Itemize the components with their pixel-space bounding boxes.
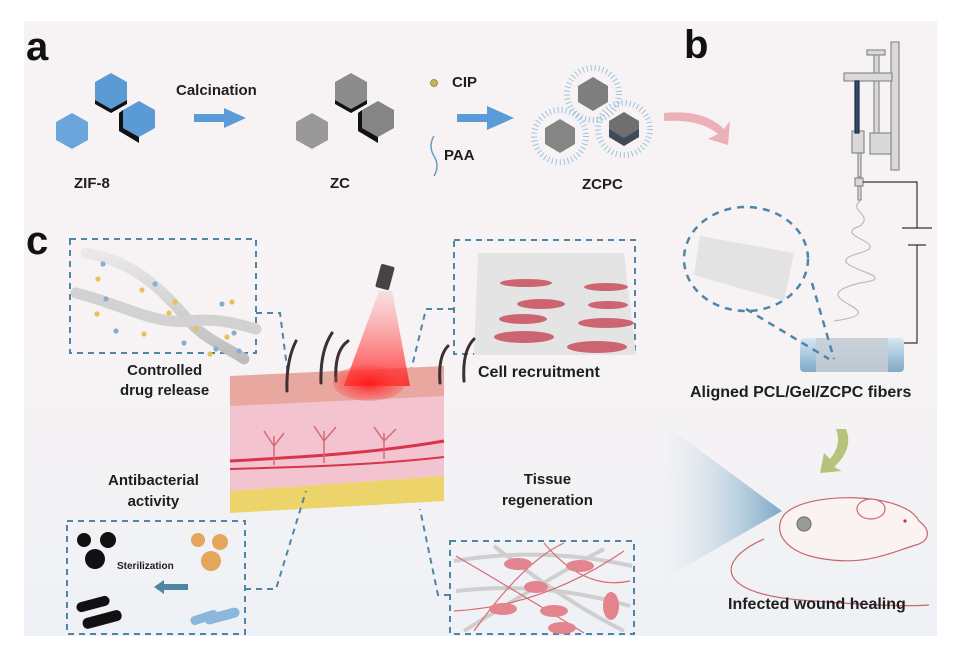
cell-recruitment-inset [453, 239, 636, 355]
zif8-particle [119, 101, 155, 143]
label-line: drug release [120, 382, 210, 399]
panel-letter-a: a [26, 25, 49, 69]
zc-particles [296, 73, 394, 149]
label-line: regeneration [502, 492, 593, 509]
fiber-jet-spiral [833, 200, 876, 322]
zc-particle [296, 113, 328, 149]
drug-release-inset [69, 238, 262, 365]
collector-roller [800, 338, 904, 372]
paa-chain-icon [430, 135, 438, 177]
figure-panel: a b c ZIF-8 Calcination ZC CIP PAA ZCPC … [24, 21, 937, 636]
label-cell-recruitment: Cell recruitment [478, 364, 600, 381]
label-zif8: ZIF-8 [74, 175, 110, 192]
mouse-icon [730, 497, 930, 607]
label-line: Tissue [523, 471, 572, 488]
connector-line [256, 312, 291, 392]
syringe-pump-icon [843, 41, 900, 201]
tissue-regeneration-inset [449, 540, 635, 635]
skin-model [229, 331, 476, 513]
live-bacteria-icon [191, 533, 228, 571]
dead-bacteria-icon [76, 532, 122, 629]
sterilization-arrow [154, 580, 188, 594]
label-line: Antibacterial [108, 472, 199, 489]
label-aligned-fibers: Aligned PCL/Gel/ZCPC fibers [690, 384, 912, 401]
label-antibacterial-activity: Antibacterial activity [108, 470, 199, 512]
zoom-inset-fibers [682, 205, 836, 361]
label-cip: CIP [452, 74, 478, 91]
panel-letter-b: b [684, 23, 709, 67]
label-line: activity [127, 493, 180, 510]
zc-particle [335, 73, 367, 113]
wound-site [796, 516, 812, 532]
label-tissue-regeneration: Tissue regeneration [502, 469, 593, 511]
label-paa: PAA [444, 147, 475, 164]
label-calcination: Calcination [176, 82, 257, 99]
cip-molecule-icon [430, 79, 438, 87]
power-circuit [863, 181, 932, 344]
calcination-arrow [194, 108, 246, 128]
laser-icon [333, 264, 410, 401]
zc-particle [358, 101, 394, 143]
label-line: Controlled [127, 362, 203, 379]
connector-line [405, 308, 454, 392]
zcpc-particle [531, 107, 589, 165]
modification-arrow [457, 106, 514, 130]
zcpc-particle [564, 65, 622, 123]
zcpc-particles [531, 65, 653, 165]
label-zc: ZC [330, 175, 350, 192]
panel-letter-c: c [26, 219, 49, 263]
pink-curved-arrow [664, 112, 730, 145]
antibacterial-inset [66, 520, 246, 635]
label-sterilization: Sterilization [117, 561, 174, 572]
connector-line [419, 508, 450, 596]
zcpc-particle [595, 100, 653, 158]
label-infected-wound-healing: Infected wound healing [728, 596, 906, 613]
connector-line [245, 490, 307, 590]
zoom-cone [660, 421, 782, 581]
figure-illustration [56, 41, 932, 635]
green-curved-arrow [820, 429, 849, 473]
zif8-particle [95, 73, 127, 113]
label-controlled-drug-release: Controlled drug release [120, 361, 209, 401]
label-zcpc: ZCPC [582, 176, 623, 193]
zif8-particles [56, 73, 155, 149]
zif8-particle [56, 113, 88, 149]
